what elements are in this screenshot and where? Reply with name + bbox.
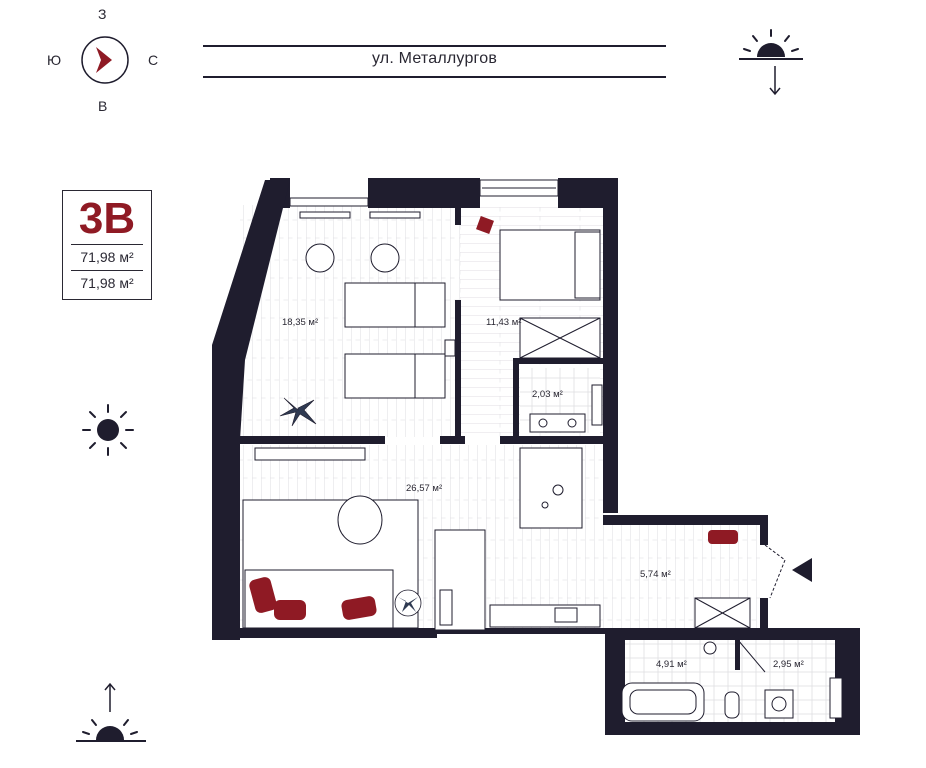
- sunrise-icon: [76, 682, 146, 742]
- apartment-badge: 3В 71,98 м² 71,98 м²: [62, 190, 152, 300]
- sofa-cushions: [249, 530, 738, 620]
- area-bathroom: 4,91 м²: [656, 659, 687, 670]
- area-bathroom-small: 2,03 м²: [532, 389, 563, 400]
- area-bedroom-2: 11,43 м²: [486, 317, 521, 328]
- badge-divider: [71, 244, 143, 245]
- compass-south-label: В: [98, 98, 108, 114]
- entrance-arrow-icon: [792, 558, 812, 582]
- area-wc: 2,95 м²: [773, 659, 804, 670]
- street-line-top: [203, 45, 666, 47]
- compass-icon: [81, 36, 129, 84]
- area-bedroom-1: 18,35 м²: [282, 317, 318, 328]
- compass-east-label: С: [148, 52, 159, 68]
- area-hallway: 5,74 м²: [640, 569, 671, 580]
- plant-icon: [279, 397, 317, 427]
- compass-north-label: З: [98, 6, 107, 22]
- street-line-bottom: [203, 76, 666, 78]
- street-name: ул. Металлургов: [371, 50, 498, 67]
- sunset-icon: [739, 29, 803, 96]
- compass-west-label: Ю: [47, 52, 62, 68]
- walls: [212, 178, 860, 735]
- sun-icon: [82, 404, 134, 456]
- plant-icon: [394, 589, 422, 617]
- area-living-kitchen: 26,57 м²: [406, 483, 442, 494]
- apartment-type: 3В: [78, 194, 136, 243]
- badge-divider: [71, 270, 143, 271]
- total-area: 71,98 м²: [80, 249, 134, 265]
- living-area: 71,98 м²: [80, 275, 134, 291]
